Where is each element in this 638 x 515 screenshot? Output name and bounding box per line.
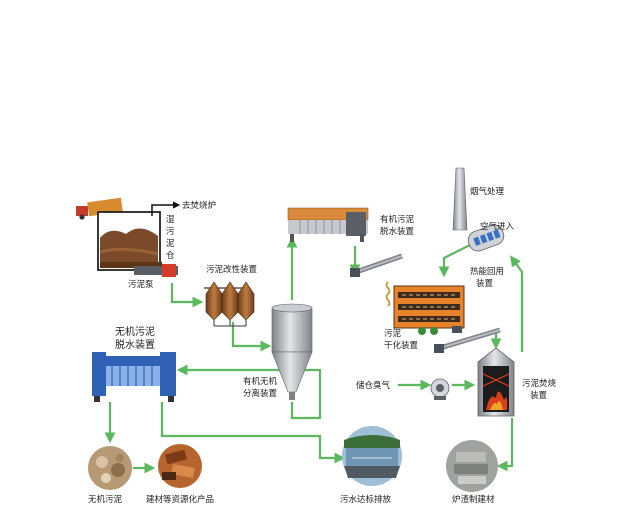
arrow-separator-to-inorganic <box>176 364 322 420</box>
label-sludge-modifier: 污泥改性装置 <box>206 264 258 275</box>
chimney-icon <box>452 167 468 231</box>
filter-press-icon <box>287 207 369 242</box>
photo-inorganic-sludge <box>88 446 132 490</box>
label-inorganic-sludge: 无机污泥 <box>88 494 123 505</box>
svg-text:泥: 泥 <box>166 239 175 249</box>
photo-water-discharge <box>342 426 402 486</box>
svg-text:有机无机: 有机无机 <box>243 376 278 387</box>
label-to-incinerator: 去焚烧炉 <box>182 200 216 211</box>
arrow-inorganic-to-water <box>160 402 346 464</box>
label-slag-materials: 炉渣制建材 <box>452 494 495 505</box>
flow-arrows <box>104 236 524 474</box>
heat-exchanger-icon <box>467 224 505 252</box>
label-separator: 有机无机 分离装置 <box>243 376 278 399</box>
arrow-incinerator-to-slag <box>496 418 514 472</box>
arrow-heat-to-dryer <box>438 244 471 278</box>
svg-text:污: 污 <box>166 226 175 237</box>
separator-cone-icon <box>271 303 313 400</box>
svg-text:装置: 装置 <box>476 278 494 289</box>
svg-text:污泥焚烧: 污泥焚烧 <box>522 378 557 389</box>
screw-conveyor-icon <box>350 253 403 277</box>
label-sludge-pump: 污泥泵 <box>128 279 154 290</box>
svg-text:装置: 装置 <box>530 390 548 401</box>
label-heat-recovery: 热能回用 装置 <box>470 266 504 289</box>
pipe-to-incinerator <box>151 201 181 216</box>
arrow-incinerator-to-heat <box>510 255 524 352</box>
photo-slag-materials <box>446 440 498 492</box>
label-flue-gas: 烟气处理 <box>470 186 505 197</box>
svg-text:干化装置: 干化装置 <box>384 340 419 351</box>
label-organic-dewatering: 有机污泥 脱水装置 <box>380 214 415 237</box>
label-building-materials: 建材等资源化产品 <box>146 494 214 505</box>
label-storage-bin: 湿 污 泥 仓 <box>166 214 175 261</box>
label-water-discharge: 污水达标排放 <box>340 494 392 505</box>
label-air-in: 空气进入 <box>480 221 515 232</box>
svg-text:分离装置: 分离装置 <box>243 388 278 399</box>
fan-icon <box>430 378 450 400</box>
svg-text:有机污泥: 有机污泥 <box>380 214 415 225</box>
svg-text:脱水装置: 脱水装置 <box>115 338 155 351</box>
storage-bin-icon <box>97 211 162 271</box>
incinerator-icon <box>477 347 515 417</box>
svg-text:污泥: 污泥 <box>384 328 402 339</box>
photo-building-materials <box>158 444 202 488</box>
dryer-icon <box>393 285 465 335</box>
modifier-tanks-icon <box>204 281 255 327</box>
label-incinerator: 污泥焚烧 装置 <box>522 378 557 401</box>
feed-spring <box>385 281 391 307</box>
screw-conveyor-icon <box>434 327 501 353</box>
svg-text:湿: 湿 <box>166 214 175 225</box>
pump-icon <box>134 264 178 277</box>
svg-text:脱水装置: 脱水装置 <box>380 226 415 237</box>
svg-text:无机污泥: 无机污泥 <box>115 325 155 338</box>
svg-text:仓: 仓 <box>166 250 175 261</box>
label-sludge-drying: 污泥 干化装置 <box>384 328 419 351</box>
arrow-modifier-to-separator <box>231 322 272 352</box>
label-inorganic-dewatering: 无机污泥 脱水装置 <box>115 325 155 351</box>
label-odor-storage: 储仓臭气 <box>356 380 391 391</box>
svg-text:热能回用: 热能回用 <box>470 266 504 277</box>
filter-press-icon <box>92 352 176 402</box>
arrow-pump-to-modifier <box>170 283 204 308</box>
